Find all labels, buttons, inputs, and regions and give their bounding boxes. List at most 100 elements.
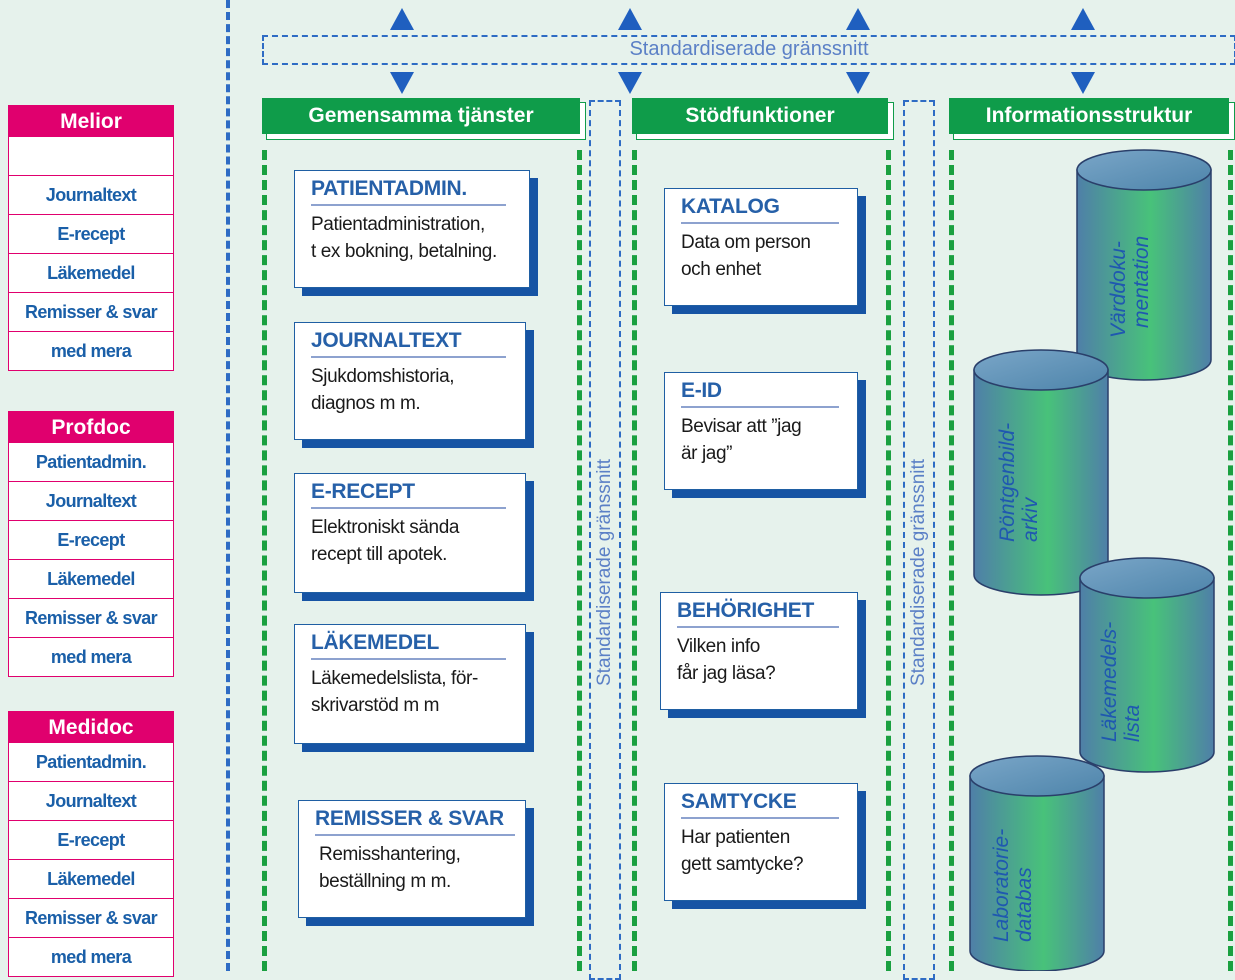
system-row: Remisser & svar <box>9 898 173 937</box>
system-medidoc: Medidoc Patientadmin. Journaltext E-rece… <box>8 711 174 977</box>
database-cylinder <box>1079 557 1215 773</box>
system-row: med mera <box>9 331 173 370</box>
system-name: Melior <box>9 106 173 137</box>
database-label-line: databas <box>1013 867 1036 942</box>
desc-line: Elektroniskt sända <box>311 517 460 538</box>
service-description: Remisshantering, beställning m m. <box>315 841 513 895</box>
desc-line: Patientadministration, <box>311 214 485 235</box>
arrow-down-icon <box>618 72 642 94</box>
database-label: Röntgenbild- arkiv <box>996 423 1042 542</box>
service-title: E-RECEPT <box>311 480 506 509</box>
desc-line: Sjukdomshistoria, <box>311 366 455 387</box>
database-cylinder <box>1076 149 1212 381</box>
arrow-up-icon <box>390 8 414 30</box>
service-description: Sjukdomshistoria, diagnos m m. <box>311 363 513 417</box>
system-row: Remisser & svar <box>9 598 173 637</box>
arrow-down-icon <box>1071 72 1095 94</box>
service-card-patientadmin: PATIENTADMIN. Patientadministration, t e… <box>294 170 530 288</box>
column-border <box>577 150 582 971</box>
service-description: Läkemedelslista, för- skrivarstöd m m <box>311 665 513 719</box>
database-label: Läkemedels- lista <box>1098 622 1144 742</box>
database-label-line: arkiv <box>1019 497 1042 542</box>
system-row: Journaltext <box>9 175 173 214</box>
desc-line: recept till apotek. <box>311 544 448 565</box>
support-card-behorighet: BEHÖRIGHET Vilken info får jag läsa? <box>660 592 858 710</box>
support-title: BEHÖRIGHET <box>677 599 839 628</box>
system-row: Patientadmin. <box>35 452 147 472</box>
database-label-line: mentation <box>1130 235 1153 328</box>
database-label-line: Läkemedels- <box>1098 621 1121 742</box>
support-title: KATALOG <box>681 195 839 224</box>
desc-line: gett samtycke? <box>681 854 804 875</box>
support-description: Har patienten gett samtycke? <box>681 824 845 878</box>
system-divider-line <box>226 0 230 971</box>
column-border <box>949 150 954 971</box>
desc-line: diagnos m m. <box>311 393 421 414</box>
arrow-up-icon <box>618 8 642 30</box>
system-profdoc: Profdoc Patientadmin. Journaltext E-rece… <box>8 411 174 677</box>
desc-line: skrivarstöd m m <box>311 695 440 716</box>
service-title: LÄKEMEDEL <box>311 631 506 660</box>
system-row: med mera <box>9 937 173 976</box>
column-border <box>886 150 891 971</box>
system-name: Profdoc <box>9 412 173 443</box>
desc-line: Bevisar att ”jag <box>681 416 802 437</box>
top-interface-label: Standardiserade gränssnitt <box>629 38 869 60</box>
desc-line: Remisshantering, <box>319 844 461 865</box>
system-melior: Melior Journaltext E-recept Läkemedel Re… <box>8 105 174 371</box>
database-label: Värddoku- mentation <box>1107 236 1153 338</box>
system-row: Journaltext <box>9 781 173 820</box>
desc-line: Läkemedelslista, för- <box>311 668 478 689</box>
column-border <box>1228 150 1233 971</box>
arrow-up-icon <box>846 8 870 30</box>
support-description: Bevisar att ”jag är jag” <box>681 413 845 467</box>
system-name: Medidoc <box>9 712 173 743</box>
desc-line: Har patienten <box>681 827 790 848</box>
support-title: SAMTYCKE <box>681 790 839 819</box>
system-row: Journaltext <box>9 481 173 520</box>
database-cylinder <box>973 349 1109 596</box>
column-header-info: Informationsstruktur <box>949 98 1229 134</box>
system-row: Remisser & svar <box>9 292 173 331</box>
support-card-eid: E-ID Bevisar att ”jag är jag” <box>664 372 858 490</box>
database-label-line: Laboratorie- <box>990 828 1013 942</box>
column-border <box>262 150 267 971</box>
desc-line: Data om person <box>681 232 811 253</box>
service-card-erecept: E-RECEPT Elektroniskt sända recept till … <box>294 473 526 593</box>
support-title: E-ID <box>681 379 839 408</box>
arrow-down-icon <box>846 72 870 94</box>
system-row: E-recept <box>9 520 173 559</box>
arrow-down-icon <box>390 72 414 94</box>
system-row: med mera <box>9 637 173 676</box>
support-card-samtycke: SAMTYCKE Har patienten gett samtycke? <box>664 783 858 901</box>
desc-line: beställning m m. <box>319 871 451 892</box>
service-card-journaltext: JOURNALTEXT Sjukdomshistoria, diagnos m … <box>294 322 526 440</box>
service-title: REMISSER & SVAR <box>315 807 515 836</box>
column-header-gemensamma: Gemensamma tjänster <box>262 98 580 134</box>
support-description: Data om person och enhet <box>681 229 845 283</box>
desc-line: får jag läsa? <box>677 663 776 684</box>
service-card-lakemedel: LÄKEMEDEL Läkemedelslista, för- skrivars… <box>294 624 526 744</box>
arrow-up-icon <box>1071 8 1095 30</box>
system-row: E-recept <box>9 820 173 859</box>
service-title: JOURNALTEXT <box>311 329 506 358</box>
service-description: Patientadministration, t ex bokning, bet… <box>311 211 517 265</box>
system-row: Läkemedel <box>9 559 173 598</box>
support-description: Vilken info får jag läsa? <box>677 633 845 687</box>
service-card-remisser: REMISSER & SVAR Remisshantering, beställ… <box>298 800 526 918</box>
desc-line: och enhet <box>681 259 761 280</box>
column-border <box>632 150 637 971</box>
column-header-stod: Stödfunktioner <box>632 98 888 134</box>
system-row: Patientadmin. <box>35 752 147 772</box>
desc-line: t ex bokning, betalning. <box>311 241 497 262</box>
database-label-line: lista <box>1121 704 1144 742</box>
service-title: PATIENTADMIN. <box>311 177 506 206</box>
desc-line: Vilken info <box>677 636 760 657</box>
support-card-katalog: KATALOG Data om person och enhet <box>664 188 858 306</box>
database-label-line: Värddoku- <box>1107 241 1130 338</box>
database-label: Laboratorie- databas <box>990 829 1036 942</box>
desc-line: är jag” <box>681 443 733 464</box>
system-row: Läkemedel <box>9 859 173 898</box>
system-row: Läkemedel <box>9 253 173 292</box>
